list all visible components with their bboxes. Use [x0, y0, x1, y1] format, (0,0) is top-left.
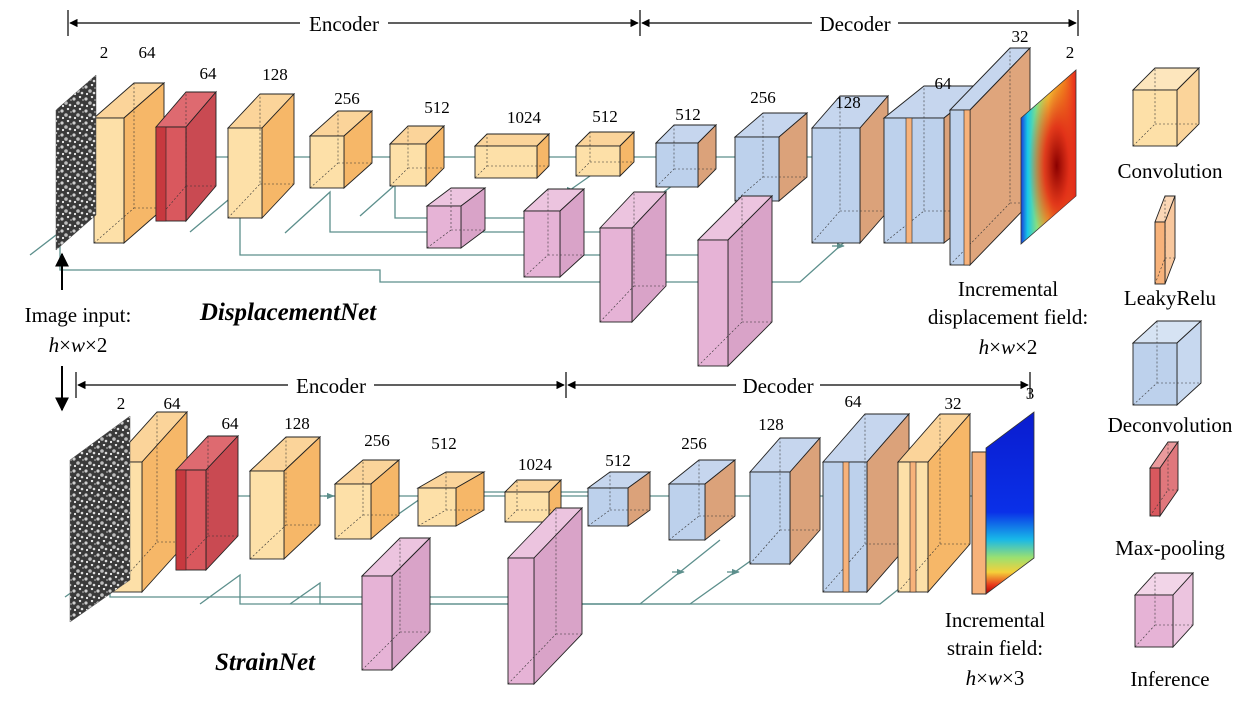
top-encoder-label: Encoder: [309, 12, 379, 36]
bottom-conv-block-256: [333, 459, 401, 540]
top-inference-block: [598, 190, 668, 324]
strain-field-image: [985, 411, 1035, 595]
bottom-channel-label: 512: [431, 434, 457, 453]
bottom-span-arrows: [75, 372, 1031, 398]
bottom-decoder-label: Decoder: [742, 374, 813, 398]
input-label: Image input:: [25, 303, 132, 327]
legend-label: Deconvolution: [1108, 413, 1233, 437]
bottom-channel-label: 512: [605, 451, 631, 470]
top-deconv-block-512: [654, 123, 718, 189]
maxpooling-slab-icon: [1149, 440, 1179, 518]
bottom-channel-label: 2: [117, 394, 126, 413]
bottom-channel-label: 64: [845, 392, 863, 411]
bottom-channel-label: 64: [222, 414, 240, 433]
top-channel-label: 128: [835, 93, 861, 112]
bottom-skip-connection: [289, 539, 721, 605]
top-inference-block: [522, 187, 586, 279]
bottom-channel-label: 64: [164, 394, 182, 413]
top-output-line1: Incremental: [958, 277, 1058, 301]
bottom-inference-block: [506, 506, 584, 686]
leakyrelu-slab-icon: [1154, 195, 1176, 285]
top-output-dims: h×w×2: [979, 335, 1038, 359]
top-input-image: [55, 74, 97, 251]
bottom-channel-label: 1024: [518, 455, 553, 474]
top-conv-block-64: [92, 82, 166, 244]
top-channel-label: 64: [139, 43, 157, 62]
bottom-network-name: StrainNet: [215, 649, 316, 676]
top-conv-block-256: [308, 109, 374, 190]
deconvolution-cube-icon: [1131, 319, 1203, 407]
bottom-deconv-block-512: [586, 471, 652, 527]
top-channel-label: 512: [675, 105, 701, 124]
top-channel-label: 256: [750, 88, 776, 107]
top-channel-label: 512: [592, 107, 618, 126]
top-decoder-label: Decoder: [819, 12, 890, 36]
top-channel-label: 128: [262, 65, 288, 84]
bottom-maxpool-block-64: [174, 434, 240, 572]
bottom-relu-slab: [971, 451, 987, 595]
top-channel-label: 2: [1066, 43, 1075, 62]
bottom-channel-label: 128: [284, 414, 310, 433]
bottom-output-line1: Incremental: [945, 608, 1045, 632]
top-conv-block-512: [388, 124, 446, 188]
top-channel-label: 32: [1012, 27, 1029, 46]
bottom-conv-block-512: [416, 471, 486, 527]
bottom-channel-label: 128: [758, 415, 784, 434]
legend-label: Inference: [1130, 667, 1209, 691]
bottom-conv-block-128: [248, 435, 322, 561]
top-conv-block-512b: [574, 130, 636, 178]
inference-cube-icon: [1133, 571, 1195, 649]
bottom-channel-label: 3: [1026, 384, 1035, 403]
bottom-output-line2: strain field:: [947, 636, 1043, 660]
legend-label: Convolution: [1117, 159, 1223, 183]
top-channel-label: 1024: [507, 108, 542, 127]
top-output-line2: displacement field:: [928, 305, 1088, 329]
top-conv-block-128: [226, 92, 296, 220]
top-conv-block-1024: [473, 132, 551, 180]
top-inference-block: [425, 187, 487, 249]
bottom-channel-label: 256: [364, 431, 390, 450]
bottom-inference-block: [360, 536, 432, 672]
top-network-name: DisplacementNet: [199, 299, 377, 326]
top-channel-label: 64: [935, 74, 953, 93]
bottom-channel-label: 256: [681, 434, 707, 453]
top-inference-block: [696, 194, 774, 368]
top-maxpool-block-64: [155, 90, 217, 223]
legend-label: LeakyRelu: [1124, 286, 1217, 310]
bottom-deconv-block-256: [667, 459, 737, 541]
displacement-field-image: [1020, 69, 1077, 245]
bottom-conv-block-32: [897, 412, 971, 594]
top-span-arrows: [67, 10, 1079, 36]
top-channel-label: 2: [100, 43, 109, 62]
top-channel-label: 256: [334, 89, 360, 108]
top-deconv-block-256: [733, 112, 809, 202]
input-dims: h×w×2: [49, 333, 108, 357]
bottom-output-dims: h×w×3: [966, 666, 1025, 690]
legend-label: Max-pooling: [1115, 536, 1225, 560]
top-channel-label: 64: [200, 64, 218, 83]
bottom-deconv-block-64: [822, 412, 910, 594]
top-deconv-block-32: [948, 46, 1032, 267]
bottom-input-image: [69, 415, 131, 623]
bottom-channel-label: 32: [945, 394, 962, 413]
bottom-encoder-label: Encoder: [296, 374, 366, 398]
top-channel-label: 512: [424, 98, 450, 117]
top-deconv-block-128: [811, 94, 889, 245]
bottom-deconv-block-128: [749, 436, 821, 566]
convolution-cube-icon: [1131, 66, 1201, 148]
